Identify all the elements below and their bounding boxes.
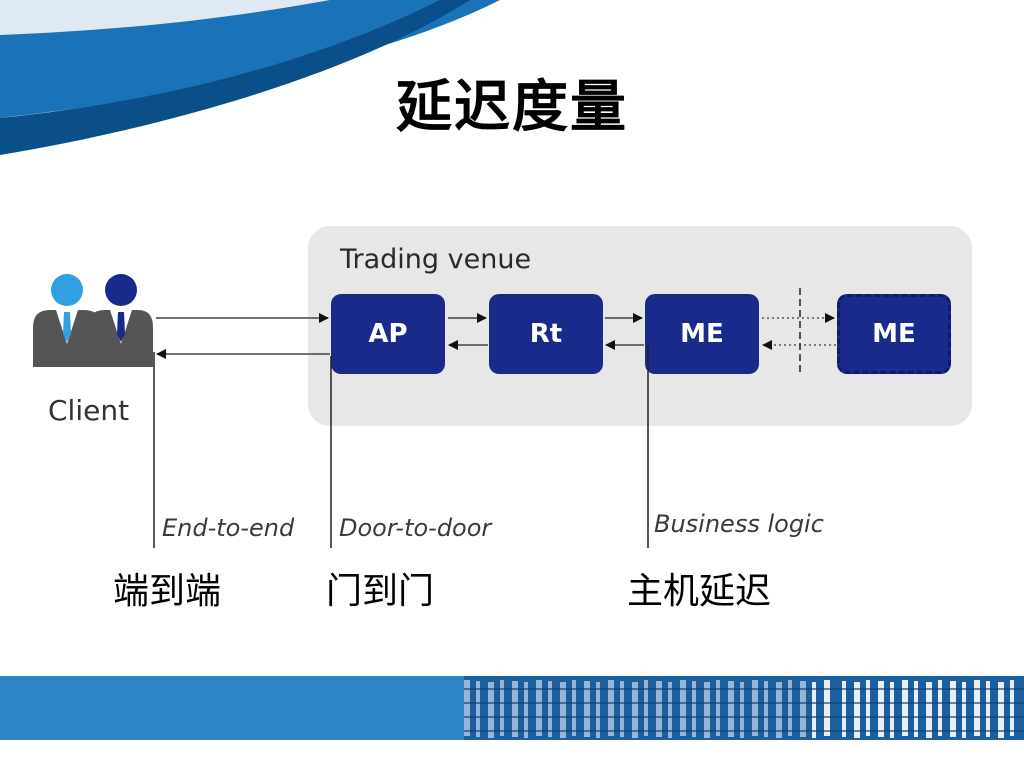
end-to-end-label: End-to-end: [162, 514, 295, 542]
rt-node: Rt: [489, 294, 603, 374]
client-people-icon: [33, 274, 153, 367]
rt-node-label: Rt: [529, 319, 563, 349]
me-node: ME: [645, 294, 759, 374]
header-swoosh-decoration: [0, 0, 500, 155]
host-latency-cn-label: 主机延迟: [627, 571, 772, 612]
trading-venue-label: Trading venue: [340, 244, 532, 275]
ap-node: AP: [331, 294, 445, 374]
business-logic-label: Business logic: [654, 510, 824, 538]
door-to-door-label: Door-to-door: [339, 514, 492, 542]
me-remote-node-label: ME: [872, 319, 916, 349]
page-title: 延迟度量: [396, 74, 628, 140]
ap-node-label: AP: [368, 319, 408, 349]
me-node-label: ME: [680, 319, 724, 349]
me-remote-node: ME: [837, 294, 951, 374]
client-label: Client: [48, 394, 130, 427]
door-to-door-cn-label: 门到门: [326, 571, 435, 612]
footer-building-image: [464, 676, 1024, 740]
end-to-end-cn-label: 端到端: [113, 571, 222, 612]
